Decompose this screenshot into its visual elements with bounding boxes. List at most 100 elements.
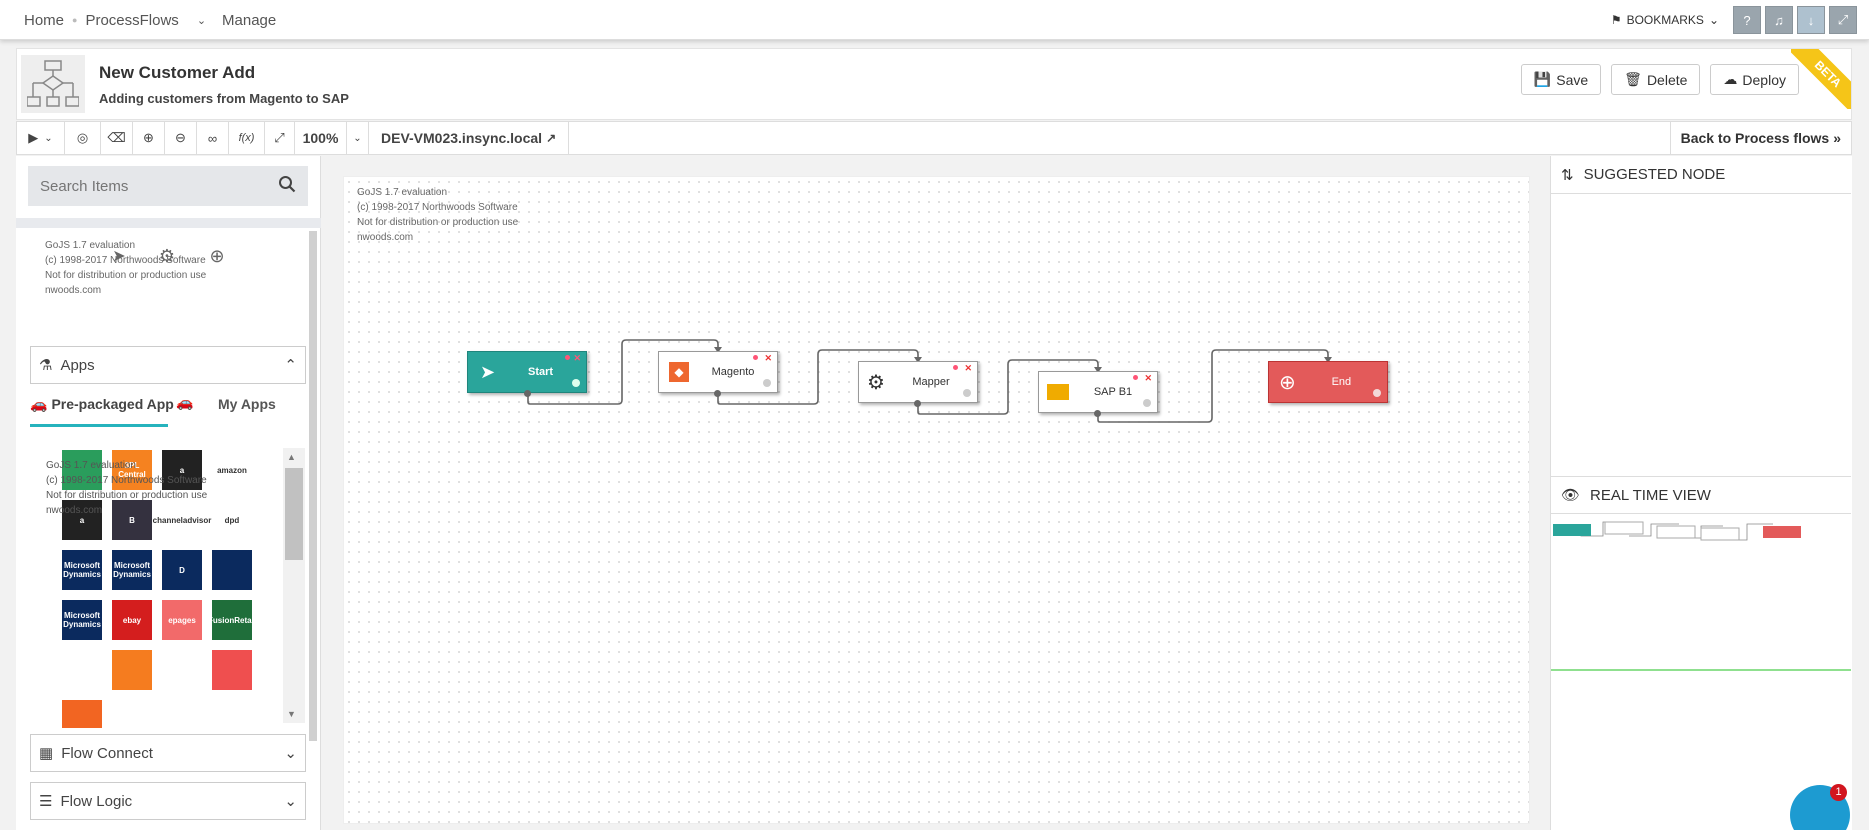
- app-tile[interactable]: Microsoft Dynamics: [112, 550, 152, 590]
- port-sap-out[interactable]: [1094, 410, 1101, 417]
- app-tile[interactable]: B: [112, 500, 152, 540]
- palette-start-node[interactable]: ➤: [100, 237, 138, 275]
- center-button[interactable]: ◎: [65, 122, 101, 154]
- real-time-view-header: 👁 REAL TIME VIEW: [1551, 476, 1851, 514]
- zoom-out-button[interactable]: ⊖: [165, 122, 197, 154]
- node-status-dot: [1373, 389, 1381, 397]
- download-button[interactable]: ↓: [1797, 6, 1825, 34]
- app-tile[interactable]: [62, 700, 102, 728]
- minimap-magento: [1604, 521, 1644, 535]
- app-tile[interactable]: D: [162, 550, 202, 590]
- app-tile[interactable]: channeladvisor: [153, 500, 211, 540]
- app-tile[interactable]: [212, 650, 252, 690]
- chevron-down-icon[interactable]: ⌄: [196, 14, 207, 27]
- node-config-dot[interactable]: [753, 355, 758, 360]
- link-button[interactable]: ∞: [197, 122, 229, 154]
- fit-button[interactable]: ⤢: [265, 122, 295, 154]
- flow-connect-accordion[interactable]: ▦Flow Connect ⌄: [30, 734, 306, 772]
- app-tile[interactable]: dpd: [212, 500, 252, 540]
- host-link[interactable]: DEV-VM023.insync.local ↗: [369, 122, 570, 154]
- breadcrumb: Home ● ProcessFlows ⌄ Manage: [24, 0, 276, 40]
- breadcrumb-home[interactable]: Home: [24, 11, 65, 29]
- close-icon[interactable]: ✕: [964, 363, 972, 373]
- deploy-button[interactable]: ☁ Deploy: [1710, 64, 1799, 95]
- car-icon: 🚗: [176, 394, 194, 410]
- diagram-canvas[interactable]: [343, 176, 1530, 824]
- app-tabs: 🚗 Pre-packaged App 🚗 My Apps: [30, 386, 306, 427]
- node-sap-label: SAP B1: [1093, 386, 1133, 398]
- canvas-watermark: GoJS 1.7 evaluation (c) 1998-2017 Northw…: [357, 187, 519, 243]
- zoom-dropdown[interactable]: ⌄: [347, 122, 369, 154]
- app-tile[interactable]: [212, 700, 252, 728]
- fullscreen-button[interactable]: ⤢: [1829, 6, 1857, 34]
- app-tile-label: dpd: [224, 515, 240, 525]
- flow-logic-accordion[interactable]: ☰Flow Logic ⌄: [30, 782, 306, 820]
- zoom-level: 100%: [295, 122, 347, 154]
- app-tile[interactable]: FusionRetail: [208, 600, 256, 640]
- app-tile[interactable]: [112, 650, 152, 690]
- app-tile[interactable]: epages: [162, 600, 202, 640]
- node-end[interactable]: ⊕ End: [1268, 361, 1388, 403]
- close-icon[interactable]: ✕: [764, 353, 772, 363]
- run-dropdown[interactable]: ▶ ⌄: [17, 122, 65, 154]
- close-icon[interactable]: ✕: [1144, 373, 1152, 383]
- breadcrumb-separator: ●: [72, 15, 78, 25]
- palette-end-node[interactable]: ⊕: [198, 237, 236, 275]
- breadcrumb-processflows[interactable]: ProcessFlows: [85, 11, 179, 29]
- search-input[interactable]: [40, 177, 260, 195]
- delete-button[interactable]: 🗑 Delete: [1611, 64, 1701, 95]
- tab-prepackaged-app[interactable]: 🚗 Pre-packaged App: [30, 390, 174, 418]
- node-start[interactable]: ➤ Start ✕: [467, 351, 587, 393]
- app-tile[interactable]: Microsoft Dynamics: [62, 600, 102, 640]
- app-tile[interactable]: [212, 550, 252, 590]
- port-mapper-out[interactable]: [914, 400, 921, 407]
- app-tile[interactable]: [62, 450, 102, 490]
- app-tile[interactable]: Microsoft Dynamics: [62, 550, 102, 590]
- app-tile[interactable]: [162, 700, 202, 728]
- apps-accordion[interactable]: ⚗Apps ⌃: [30, 346, 306, 384]
- port-start-out[interactable]: [524, 390, 531, 397]
- clear-button[interactable]: ⌫: [101, 122, 133, 154]
- search-icon[interactable]: [278, 175, 296, 198]
- palette-scrollbar[interactable]: [309, 231, 317, 741]
- palette-mapper-node[interactable]: ⚙: [148, 237, 186, 275]
- save-button[interactable]: 💾 Save: [1520, 64, 1602, 95]
- node-config-dot[interactable]: [953, 365, 958, 370]
- double-chevron-right-icon: »: [1833, 130, 1841, 146]
- beta-ribbon: BETA: [1791, 49, 1851, 109]
- scrollbar-thumb[interactable]: [285, 468, 303, 560]
- app-tile[interactable]: [112, 700, 152, 728]
- back-to-process-flows-button[interactable]: Back to Process flows »: [1669, 122, 1851, 154]
- zoom-in-button[interactable]: ⊕: [133, 122, 165, 154]
- app-tile[interactable]: ebay: [112, 600, 152, 640]
- node-mapper[interactable]: ⚙ Mapper ✕: [858, 361, 978, 403]
- app-tile[interactable]: 3PL Central: [112, 450, 152, 490]
- node-sap[interactable]: SAP B1 ✕: [1038, 371, 1158, 413]
- crosshair-icon: ⊕: [1279, 371, 1296, 394]
- save-label: Save: [1556, 71, 1589, 88]
- app-tile[interactable]: amazon: [212, 450, 252, 490]
- node-magento[interactable]: ◆ Magento ✕: [658, 351, 778, 393]
- bookmarks-dropdown[interactable]: ⚑ BOOKMARKS ⌄: [1611, 13, 1719, 27]
- app-grid-scrollbar[interactable]: ▲ ▼: [283, 448, 305, 723]
- breadcrumb-manage[interactable]: Manage: [222, 11, 277, 29]
- scroll-down-icon[interactable]: ▼: [287, 709, 296, 719]
- app-tile[interactable]: a: [62, 500, 102, 540]
- app-tile[interactable]: [62, 650, 102, 690]
- node-config-dot[interactable]: [1133, 375, 1138, 380]
- close-icon[interactable]: ✕: [573, 353, 581, 363]
- notifications-button[interactable]: ♫: [1765, 6, 1793, 34]
- scroll-up-icon[interactable]: ▲: [287, 452, 296, 462]
- function-button[interactable]: f(x): [229, 122, 265, 154]
- flask-icon: ⚗: [39, 357, 53, 374]
- app-tile[interactable]: a: [162, 450, 202, 490]
- help-button[interactable]: ?: [1733, 6, 1761, 34]
- node-config-dot[interactable]: [565, 355, 570, 360]
- expand-icon: ⤢: [274, 130, 285, 145]
- tab-my-apps[interactable]: My Apps: [218, 390, 276, 418]
- port-magento-out[interactable]: [714, 390, 721, 397]
- app-tile[interactable]: [162, 650, 202, 690]
- expand-icon: ⤢: [1837, 12, 1849, 27]
- overview-minimap[interactable]: [1551, 516, 1851, 671]
